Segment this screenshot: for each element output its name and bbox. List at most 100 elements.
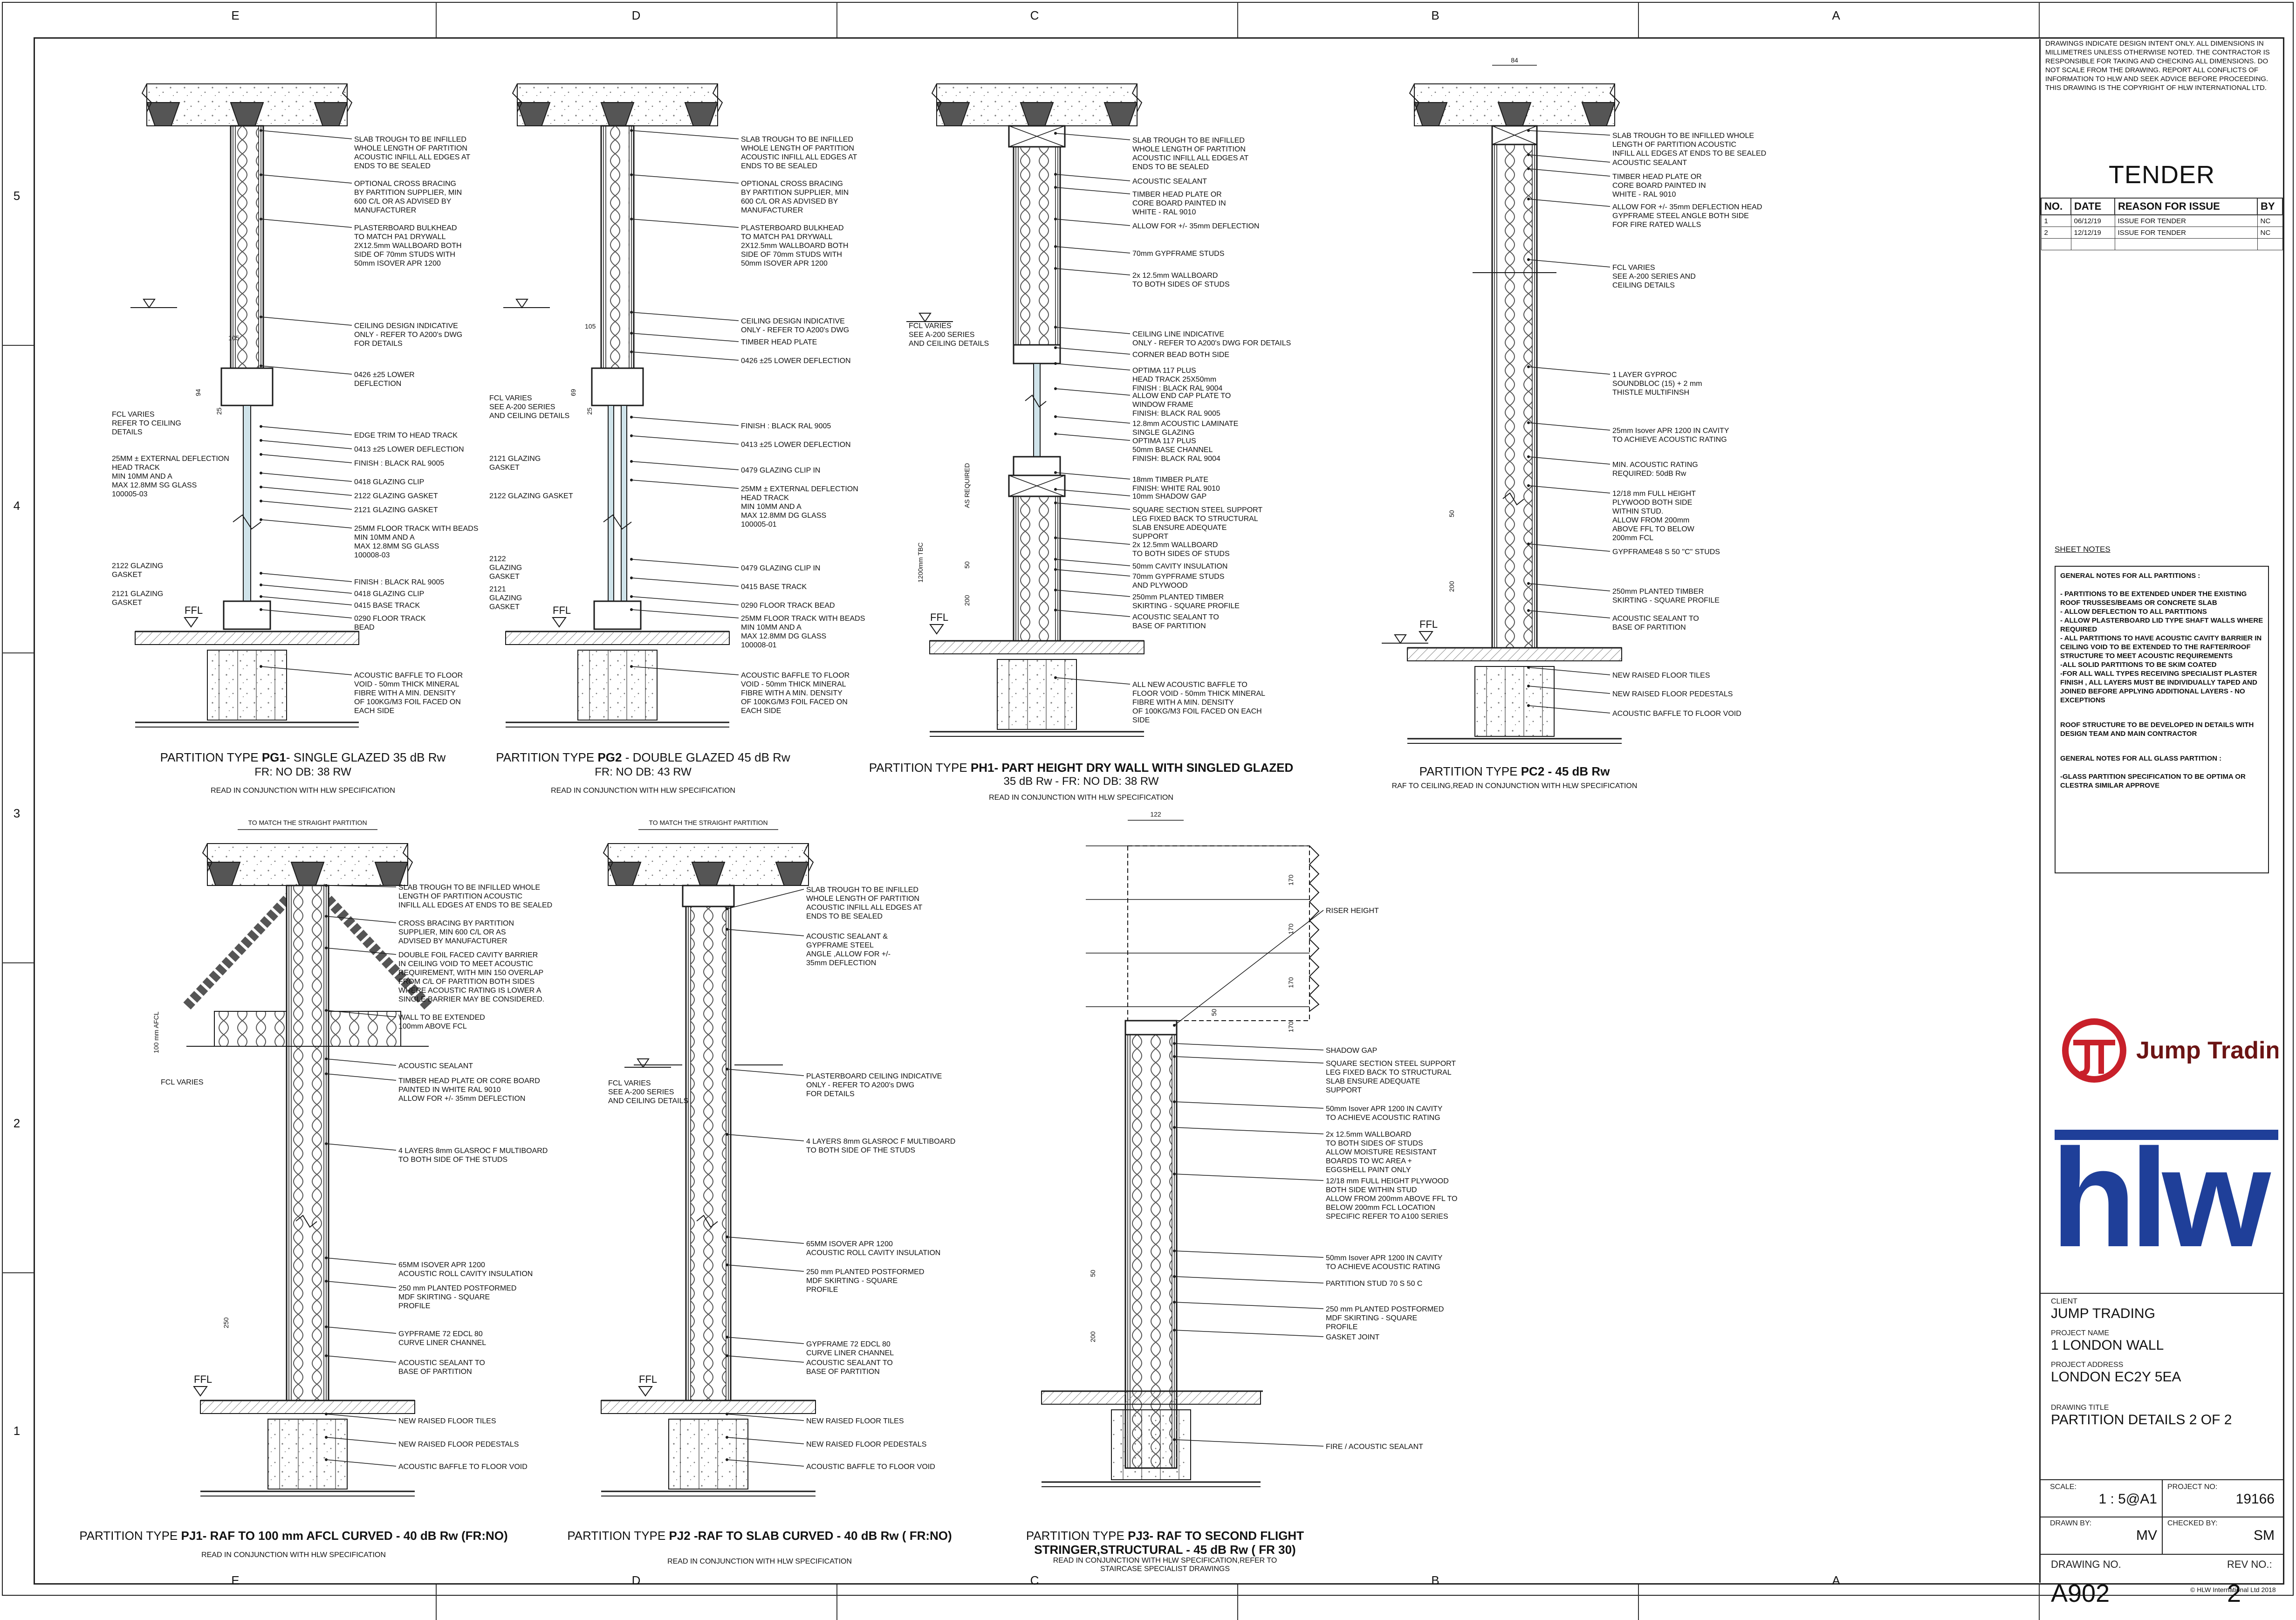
leader-dot bbox=[260, 129, 262, 132]
leader-line bbox=[260, 666, 352, 675]
rev-no-value: 2 bbox=[2227, 1579, 2241, 1607]
leader-line bbox=[1055, 472, 1131, 480]
ph1-callout: ACOUSTIC SEALANT bbox=[1132, 178, 1207, 185]
leader-dot bbox=[726, 1458, 728, 1461]
pg1-callout: 2122 GLAZING GASKET bbox=[354, 492, 438, 500]
pj3-callout: PARTITION STUD 70 S 50 C bbox=[1326, 1280, 1423, 1288]
leader-dot bbox=[260, 500, 262, 502]
leader-line bbox=[726, 1337, 804, 1344]
leader-dot bbox=[1527, 258, 1530, 261]
leader-dot bbox=[1173, 1042, 1176, 1045]
grid-tick bbox=[836, 1585, 837, 1620]
rev-reason: ISSUE FOR TENDER bbox=[2114, 214, 2258, 227]
drawing-title-label: DRAWING TITLE bbox=[2051, 1404, 2109, 1412]
leader-dot bbox=[325, 947, 328, 949]
ph1-callout: SLAB TROUGH TO BE INFILLED WHOLE LENGTH … bbox=[1132, 137, 1249, 171]
leader-dot bbox=[1173, 1329, 1176, 1332]
leader-dot bbox=[260, 518, 262, 521]
dim-label: 200 bbox=[963, 595, 971, 606]
leader-line bbox=[1055, 246, 1131, 254]
dim-label: 122 bbox=[1150, 810, 1161, 818]
leader-line bbox=[1174, 1302, 1324, 1309]
grid-row-label: 2 bbox=[13, 1116, 21, 1130]
dim-label: 170 bbox=[1287, 874, 1295, 886]
leader-dot bbox=[1173, 1275, 1176, 1278]
pj2-note: READ IN CONJUNCTION WITH HLW SPECIFICATI… bbox=[667, 1558, 852, 1565]
leader-line bbox=[1174, 1174, 1324, 1181]
base-channel bbox=[1013, 456, 1061, 476]
leader-dot bbox=[1054, 186, 1057, 189]
leader-line bbox=[631, 666, 739, 675]
break-line bbox=[512, 83, 523, 126]
pg1-callout: OPTIONAL CROSS BRACING BY PARTITION SUPP… bbox=[354, 180, 462, 214]
slab-trough bbox=[684, 102, 719, 126]
pg2-left-callout: 2121 GLAZING GASKET bbox=[489, 455, 541, 472]
dim-label: 25 bbox=[586, 407, 593, 415]
pj2-callout: GYPFRAME 72 EDCL 80 CURVE LINER CHANNEL bbox=[806, 1340, 894, 1357]
head-track bbox=[591, 367, 644, 406]
ph1-callout: ALLOW FOR +/- 35mm DEFLECTION bbox=[1132, 222, 1260, 230]
leader-line bbox=[260, 487, 352, 496]
grid-col-label: A bbox=[1832, 1573, 1840, 1587]
leader-line bbox=[326, 1257, 397, 1265]
glass-note: -GLASS PARTITION SPECIFICATION TO BE OPT… bbox=[2060, 773, 2246, 789]
leader-dot bbox=[325, 1325, 328, 1328]
cross-line bbox=[1492, 125, 1537, 145]
leader-dot bbox=[1054, 387, 1057, 390]
grid-tick bbox=[2, 1272, 34, 1273]
ffl-marker-icon bbox=[929, 624, 944, 635]
pj1-callout: ACOUSTIC SEALANT TO BASE OF PARTITION bbox=[398, 1359, 485, 1376]
leader-line bbox=[1055, 363, 1131, 371]
leader-dot bbox=[726, 1236, 728, 1238]
leader-dot bbox=[260, 425, 262, 428]
leader-dot bbox=[325, 1009, 328, 1012]
dim-label: 105 bbox=[585, 323, 596, 330]
ph1-callout: ALL NEW ACOUSTIC BAFFLE TO FLOOR VOID - … bbox=[1132, 681, 1266, 724]
leader-dot bbox=[1054, 326, 1057, 329]
leader-dot bbox=[726, 928, 728, 931]
ph1-callout: CEILING LINE INDICATIVE ONLY - REFER TO … bbox=[1132, 330, 1291, 347]
base-track bbox=[593, 600, 642, 630]
leader-dot bbox=[325, 884, 328, 887]
grid-tick bbox=[1237, 1585, 1238, 1620]
leader-line bbox=[260, 573, 352, 582]
drawing-no-value: A902 bbox=[2051, 1579, 2110, 1607]
leader-line bbox=[726, 1134, 804, 1141]
leader-dot bbox=[1173, 1173, 1176, 1175]
leader-line bbox=[260, 219, 352, 228]
leader-dot bbox=[1054, 415, 1057, 418]
leader-line bbox=[1055, 219, 1131, 226]
leader-dot bbox=[1527, 666, 1530, 669]
pc2-callout: TIMBER HEAD PLATE OR CORE BOARD PAINTED … bbox=[1612, 173, 1706, 199]
leader-dot bbox=[260, 595, 262, 598]
pj2-callout: 4 LAYERS 8mm GLASROC F MULTIBOARD TO BOT… bbox=[806, 1138, 956, 1154]
pj3-callout: SQUARE SECTION STEEL SUPPORT LEG FIXED B… bbox=[1326, 1060, 1456, 1094]
leader-line bbox=[326, 1437, 397, 1444]
head-track bbox=[220, 367, 274, 406]
pc2-callout: FCL VARIES SEE A-200 SERIES AND CEILING … bbox=[1612, 264, 1696, 289]
ph1-callout: OPTIMA 117 PLUS HEAD TRACK 25X50mm FINIS… bbox=[1132, 367, 1223, 392]
fcl-marker-icon bbox=[515, 299, 528, 309]
pj1-callout: TIMBER HEAD PLATE OR CORE BOARD PAINTED … bbox=[398, 1077, 540, 1103]
dim-label: 170 bbox=[1287, 977, 1295, 988]
scale-value: 1 : 5@A1 bbox=[2098, 1491, 2157, 1507]
leader-dot bbox=[1527, 484, 1530, 487]
leader-line bbox=[1055, 559, 1131, 566]
rev-empty-cell bbox=[2114, 238, 2258, 250]
leader-dot bbox=[1054, 245, 1057, 248]
leader-line bbox=[1055, 489, 1131, 496]
pj3-callout: RISER HEIGHT bbox=[1326, 907, 1379, 915]
wall-core bbox=[1018, 496, 1056, 641]
pj3-callout: 50mm Isover APR 1200 IN CAVITY TO ACHIEV… bbox=[1326, 1105, 1443, 1122]
leader-dot bbox=[1054, 218, 1057, 220]
dim-label: 84 bbox=[1511, 56, 1518, 64]
break-line bbox=[1309, 845, 1320, 1012]
break-line bbox=[1025, 394, 1047, 408]
leader-dot bbox=[726, 1413, 728, 1415]
pj3-callout: 250 mm PLANTED POSTFORMED MDF SKIRTING -… bbox=[1326, 1305, 1444, 1331]
leader-line bbox=[1528, 667, 1611, 675]
break-line bbox=[1409, 83, 1420, 126]
pc2-callout: 1 LAYER GYPROC SOUNDBLOC (15) + 2 mm THI… bbox=[1612, 371, 1702, 397]
leader-line bbox=[631, 333, 739, 342]
leader-line bbox=[326, 1010, 397, 1017]
